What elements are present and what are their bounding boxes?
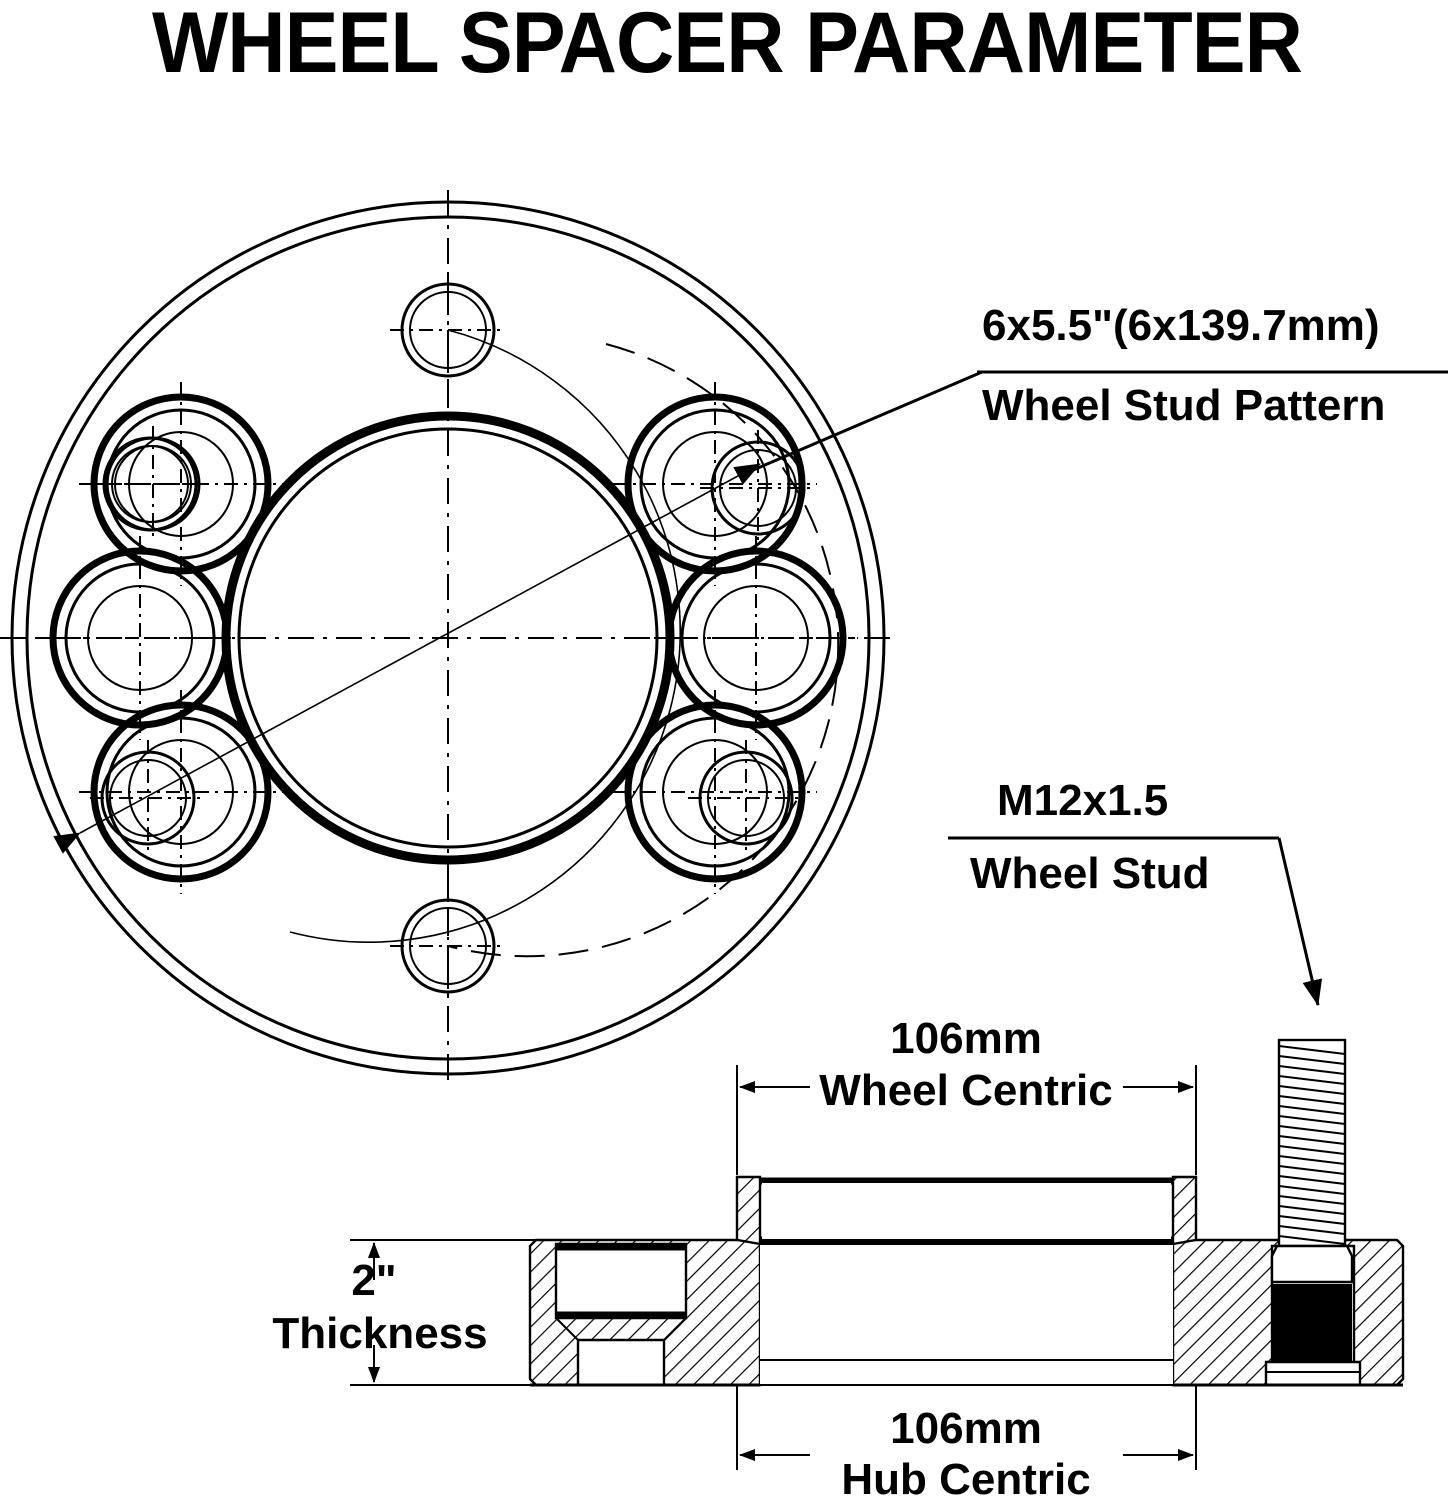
wheel-centric-dimension: 106mm Wheel Centric (819, 1014, 1112, 1115)
wheel-centric-lip-left (735, 1175, 762, 1246)
wheel-centric-value: 106mm (890, 1014, 1042, 1063)
stud-knurl (1272, 1284, 1352, 1362)
thickness-dimension: 2" Thickness (272, 1239, 560, 1386)
page-title: WHEEL SPACER PARAMETER (152, 0, 1303, 91)
thickness-label: Thickness (272, 1309, 487, 1358)
stud-head (1264, 1360, 1362, 1387)
thickness-value: 2" (351, 1256, 396, 1305)
stud-threads (1278, 1045, 1346, 1245)
stud-pattern-callout: 6x5.5"(6x139.7mm) Wheel Stud Pattern (977, 301, 1448, 430)
lip-inner-void (762, 1183, 1171, 1239)
stud-pattern-leader (743, 370, 983, 476)
wheel-centric-label: Wheel Centric (819, 1066, 1112, 1115)
front-view (0, 190, 983, 1086)
hub-centric-bore-void (760, 1244, 1173, 1385)
pilot-hole-small (390, 272, 506, 388)
wheel-stud-callout: M12x1.5 Wheel Stud (948, 776, 1323, 1006)
wheel-stud-leader (1277, 837, 1323, 1006)
hub-centric-label: Hub Centric (841, 1455, 1090, 1500)
bolt-circle-dimension-line (53, 463, 761, 854)
wheel-stud-value: M12x1.5 (997, 776, 1168, 825)
section-view: 2" Thickness 106mm Wheel Centric 106mm H… (272, 1014, 1405, 1500)
stud-pattern-value: 6x5.5"(6x139.7mm) (982, 301, 1380, 350)
page-title-text: WHEEL SPACER PARAMETER (152, 0, 1302, 91)
hub-centric-dimension: 106mm Hub Centric (736, 1385, 1197, 1500)
pilot-hole-small (390, 888, 506, 1004)
wheel-stud-label: Wheel Stud (970, 849, 1210, 898)
left-pocket (554, 1242, 688, 1387)
stud-pattern-label: Wheel Stud Pattern (982, 381, 1385, 430)
stud-shoulder (1270, 1244, 1354, 1284)
bolt-circle-arc-dashed (447, 343, 840, 958)
wheel-centric-lip-right (1171, 1175, 1198, 1246)
hub-centric-value: 106mm (890, 1404, 1042, 1453)
wheel-stud-part (1264, 1038, 1362, 1387)
